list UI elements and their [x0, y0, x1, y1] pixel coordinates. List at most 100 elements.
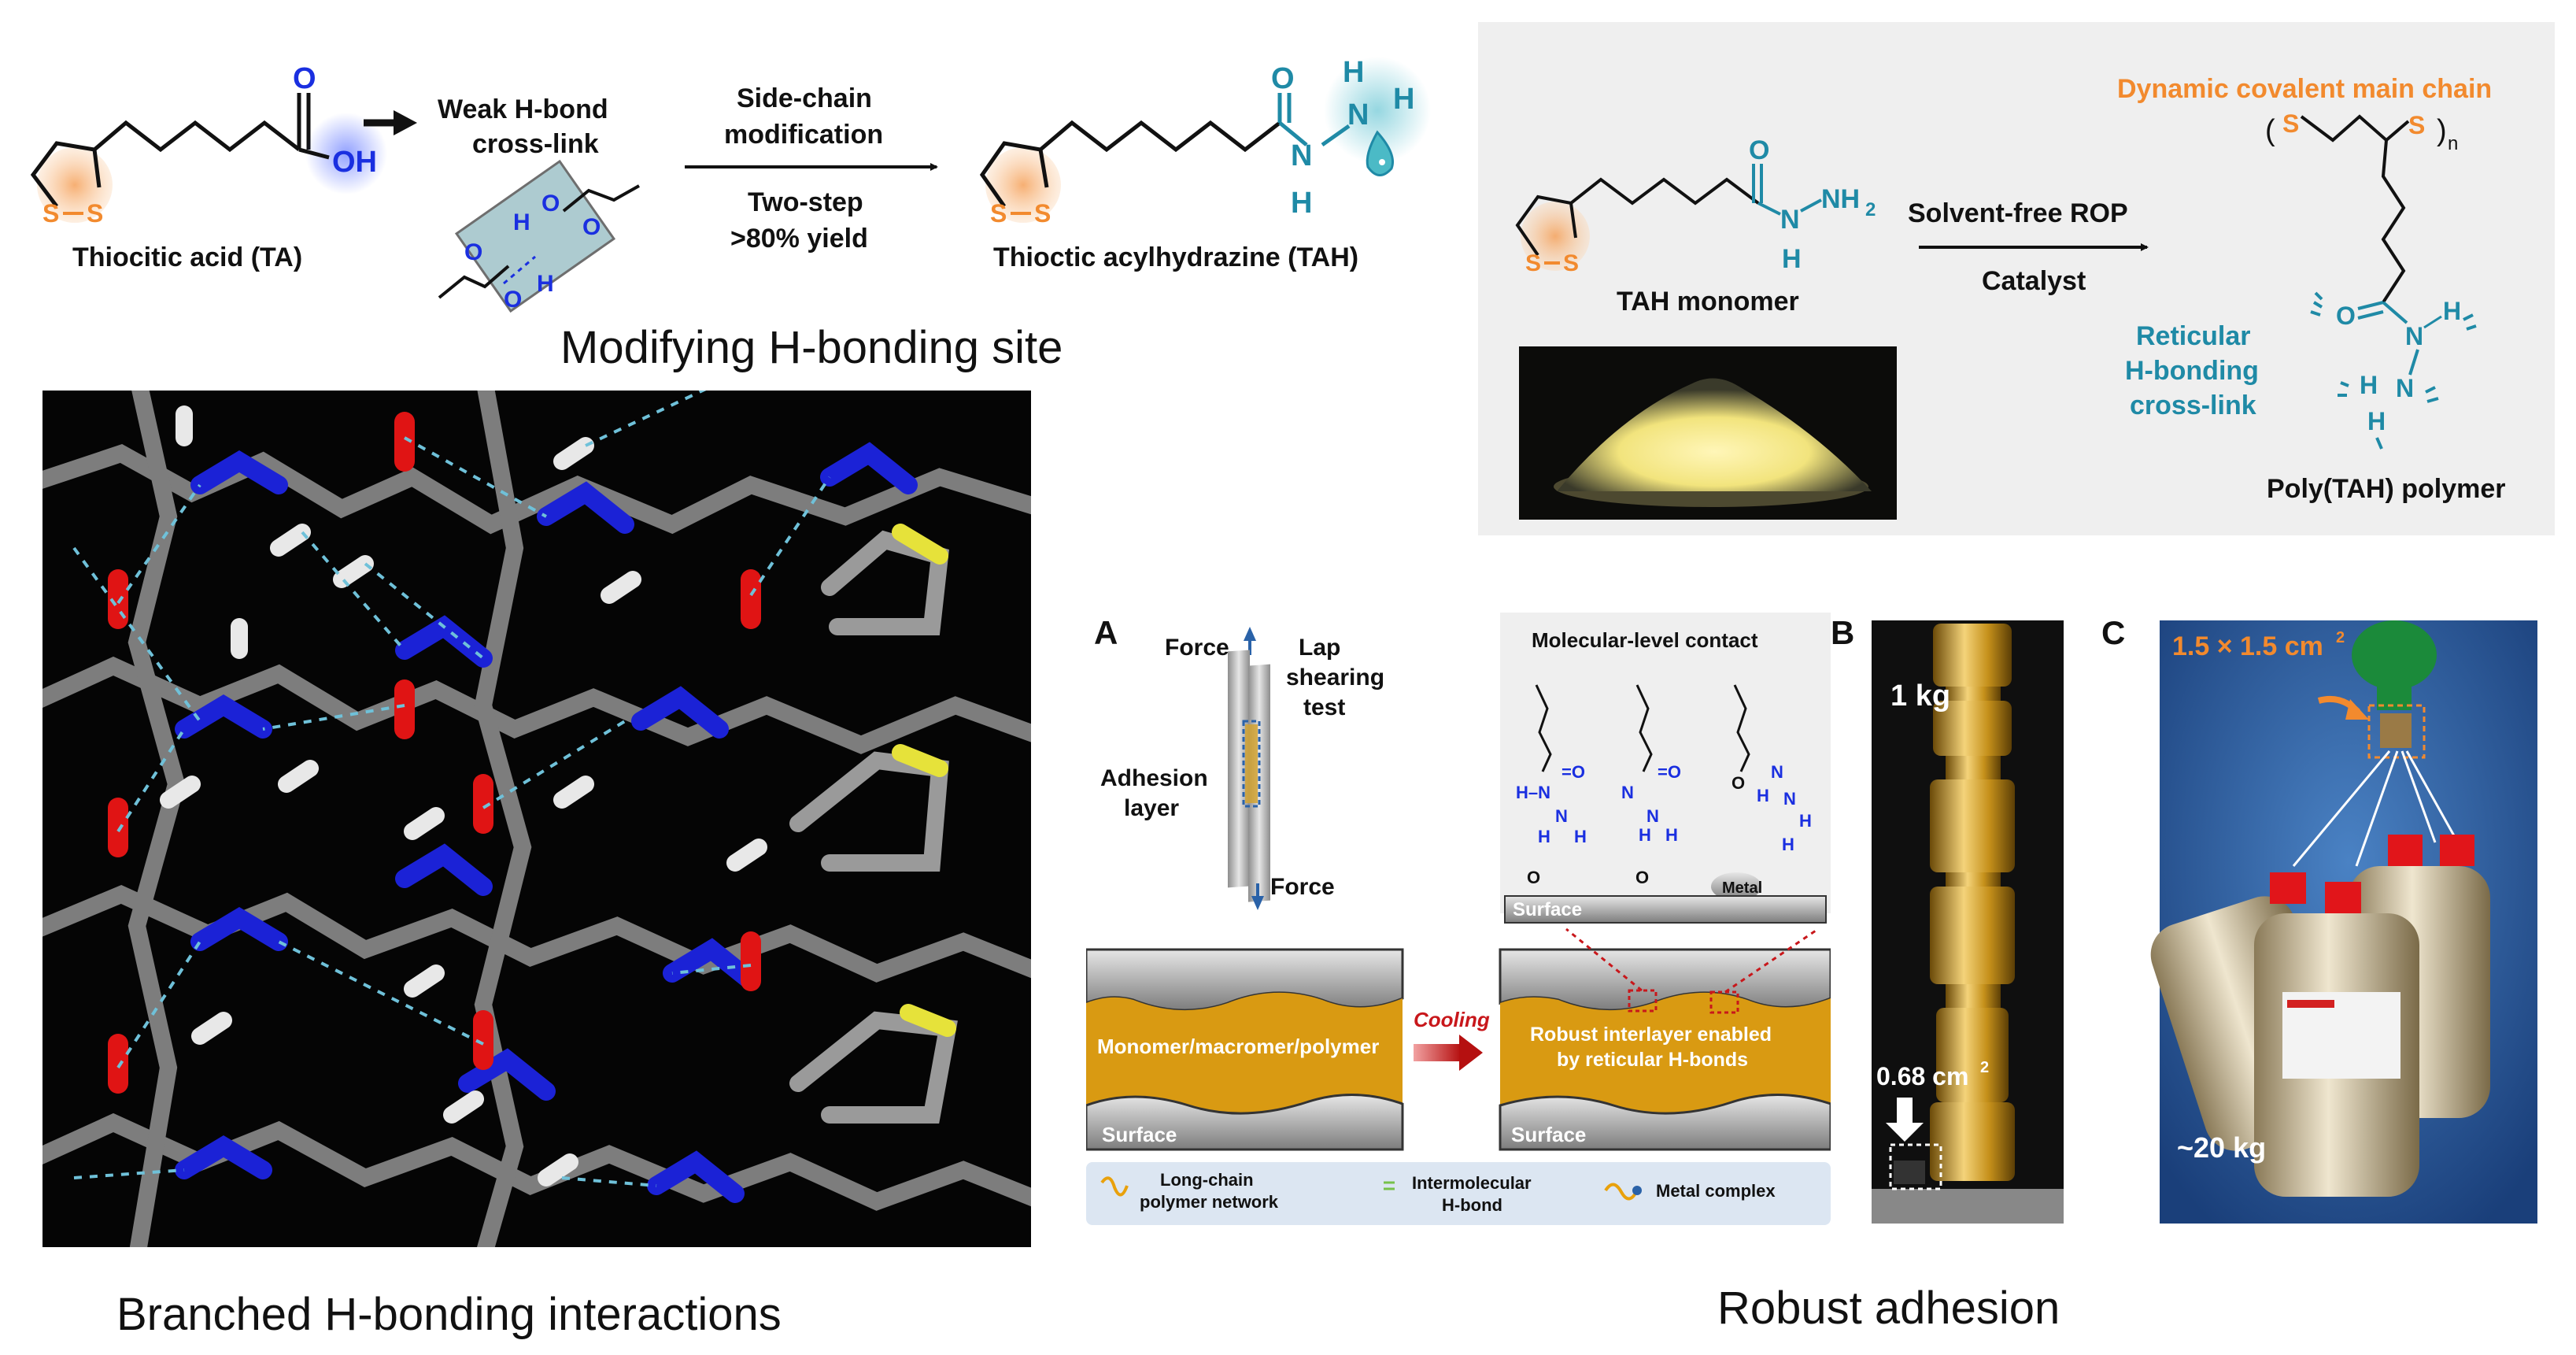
monomer-h: H [1782, 244, 1802, 274]
molecular-title: Molecular-level contact [1532, 628, 1758, 652]
svg-text:O: O [1635, 868, 1649, 887]
poly-tah-structure: Dynamic covalent main chain ( ) n S S O … [2117, 74, 2506, 504]
svg-text:N: N [1783, 789, 1796, 809]
reticular-line3: cross-link [2130, 391, 2256, 420]
tah-s2: S [1034, 199, 1051, 228]
tah-h2: H [1343, 56, 1364, 89]
solvent-cans [2150, 835, 2490, 1197]
legend-3: Metal complex [1656, 1181, 1776, 1201]
tah-o: O [1271, 62, 1295, 95]
svg-text:H: H [1782, 835, 1794, 854]
weak-hbond-crosslink: Weak H-bond cross-link O O H O H O [438, 94, 640, 313]
svg-text:N: N [1621, 783, 1634, 802]
panel-c-area-sup: 2 [2336, 629, 2345, 646]
legend-1-line1: Long-chain [1160, 1170, 1254, 1190]
surface-top: Surface [1513, 899, 1582, 920]
lap-line3: test [1303, 694, 1345, 720]
svg-text:=O: =O [1561, 762, 1585, 782]
panel-a-letter: A [1094, 614, 1118, 651]
ta-molecule: O OH S S Thiocitic acid (TA) [30, 62, 387, 272]
monomer-text: Monomer/macromer/polymer [1097, 1035, 1379, 1058]
hbond-dashes [2310, 291, 2477, 450]
monomer-s1: S [1525, 250, 1541, 276]
legend-2-line1: Intermolecular [1412, 1173, 1532, 1193]
left-sandwich: Monomer/macromer/polymer Surface [1086, 948, 1404, 1151]
weak-hbond-line2: cross-link [472, 129, 599, 159]
svg-text:=O: =O [1658, 762, 1681, 782]
nitrogen-atoms [175, 442, 918, 1203]
oxygen-atoms [108, 412, 761, 1094]
panel-b-weight: 1 kg [1890, 679, 1950, 713]
svg-text:O: O [582, 214, 601, 240]
cooling-label: Cooling [1414, 1008, 1490, 1031]
lap-line2: shearing [1286, 665, 1384, 690]
panel-c-area: 1.5 × 1.5 cm [2172, 631, 2323, 661]
panel-b-area-sup: 2 [1980, 1059, 1989, 1076]
arrow-top-line2: modification [724, 120, 883, 150]
ta-s1: S [43, 199, 59, 228]
arrow-top-line1: Side-chain [737, 83, 872, 113]
svg-text:H: H [1665, 825, 1678, 845]
green-glove [2352, 620, 2437, 710]
adhered-joint [2380, 713, 2412, 748]
poly-h3: H [2367, 407, 2386, 435]
brass-weight-stack [1930, 624, 2015, 1181]
caption-branched-hbonding: Branched H-bonding interactions [116, 1289, 782, 1340]
ta-o: O [293, 62, 316, 95]
surface-right: Surface [1511, 1123, 1586, 1146]
svg-text:H: H [1538, 827, 1550, 846]
reticular-line2: H-bonding [2125, 356, 2259, 386]
svg-text:H: H [513, 209, 530, 235]
ta-chain-bonds [93, 120, 301, 153]
svg-text:O: O [1527, 868, 1540, 887]
poly-s2: S [2408, 111, 2425, 139]
tah-h1: H [1291, 187, 1312, 220]
reticular-line1: Reticular [2136, 321, 2251, 351]
metal-label: Metal [1722, 879, 1762, 897]
tah-n2: N [1347, 98, 1369, 131]
panel-c-weight: ~20 kg [2177, 1131, 2266, 1164]
svg-text:O: O [541, 191, 560, 217]
tah-monomer-structure: O N H NH 2 S S TAH monomer [1515, 135, 1876, 317]
panel-a-schematic: A Force Lap shearing test Adhesion layer… [1086, 613, 1831, 1225]
legend-1-line2: polymer network [1140, 1192, 1279, 1212]
adhesion-line1: Adhesion [1100, 765, 1208, 791]
lone-pair-drop [1366, 130, 1394, 176]
monomer-n1: N [1780, 205, 1800, 235]
ta-to-tah-scheme: O OH S S Thiocitic acid (TA) Weak H-bond… [30, 56, 1431, 313]
hydrogen-bond-dashes [72, 391, 831, 1187]
svg-text:H: H [537, 271, 554, 297]
lap-shear-diagram: Force Lap shearing test Adhesion layer F… [1100, 627, 1384, 910]
svg-text:H: H [1574, 827, 1587, 846]
svg-text:O: O [504, 287, 522, 313]
rop-arrow: Solvent-free ROP Catalyst [1908, 198, 2149, 296]
main-chain-label: Dynamic covalent main chain [2117, 74, 2492, 104]
tah-s1: S [990, 199, 1007, 228]
arrow-bottom-line2: >80% yield [730, 224, 868, 254]
panel-b-photo: B 1 kg 0.68 cm 2 [1831, 614, 2064, 1224]
poly-o: O [2336, 302, 2356, 330]
sulfur-rings [789, 524, 958, 1124]
repeat-n: n [2448, 133, 2458, 154]
robust-line2: by reticular H-bonds [1557, 1049, 1748, 1071]
polymer-label: Poly(TAH) polymer [2267, 474, 2506, 504]
section-caption-hbonding-site: Modifying H-bonding site [560, 322, 1063, 373]
right-sandwich: Robust interlayer enabled by reticular H… [1499, 927, 1831, 1151]
panel-c-letter: C [2101, 614, 2125, 651]
cooling-arrow: Cooling [1414, 1008, 1490, 1071]
legend-2-line2: H-bond [1442, 1195, 1502, 1215]
ta-oh: OH [332, 146, 377, 179]
poly-n2: N [2396, 374, 2414, 402]
monomer-nh2-sub: 2 [1865, 199, 1876, 220]
rop-scheme: O N H NH 2 S S TAH monomer Solvent-free … [1515, 74, 2506, 520]
tah-h3: H [1393, 83, 1414, 116]
caption-robust-adhesion: Robust adhesion [1717, 1283, 2060, 1334]
poly-n1: N [2405, 322, 2423, 350]
force-top: Force [1165, 635, 1229, 661]
poly-h2: H [2360, 371, 2378, 399]
svg-text:): ) [2437, 114, 2447, 147]
poly-s1: S [2282, 109, 2299, 138]
monomer-nh2: NH [1821, 184, 1860, 214]
